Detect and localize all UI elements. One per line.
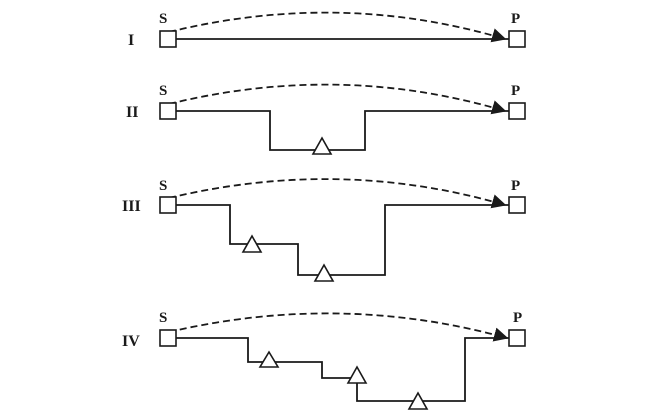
- triangle-node-icon: [258, 350, 280, 368]
- source-label: S: [159, 178, 167, 194]
- row-label: III: [122, 198, 141, 215]
- dashed-arc-arrow: [168, 83, 507, 115]
- row-i: I S P: [128, 11, 526, 49]
- source-square-icon: [159, 30, 177, 48]
- source-label: S: [159, 310, 167, 326]
- triangle-node-icon: [241, 234, 263, 253]
- source-square-icon: [159, 102, 177, 120]
- row-iv: IV S P: [122, 310, 526, 410]
- target-label: P: [511, 83, 520, 99]
- target-square-icon: [508, 329, 526, 347]
- source-label: S: [159, 11, 167, 27]
- dashed-arc-arrow: [168, 11, 507, 43]
- row-label: I: [128, 32, 134, 49]
- source-square-icon: [159, 329, 177, 347]
- dashed-arc-arrow: [168, 312, 509, 342]
- target-label: P: [511, 178, 520, 194]
- dashed-arc-arrow: [168, 178, 507, 209]
- triangle-node-icon: [313, 263, 335, 282]
- target-label: P: [511, 11, 520, 27]
- target-square-icon: [508, 30, 526, 48]
- solid-path: [176, 110, 509, 151]
- target-square-icon: [508, 196, 526, 214]
- target-square-icon: [508, 102, 526, 120]
- solid-path: [176, 204, 509, 276]
- source-label: S: [159, 83, 167, 99]
- row-ii: II S P: [126, 83, 526, 155]
- row-label: IV: [122, 333, 140, 350]
- source-square-icon: [159, 196, 177, 214]
- solid-path: [176, 337, 509, 402]
- row-label: II: [126, 104, 138, 121]
- target-label: P: [513, 310, 522, 326]
- triangle-node-icon: [407, 391, 429, 410]
- triangle-node-icon: [346, 365, 368, 384]
- row-iii: III S P: [122, 178, 526, 282]
- triangle-node-icon: [311, 136, 333, 155]
